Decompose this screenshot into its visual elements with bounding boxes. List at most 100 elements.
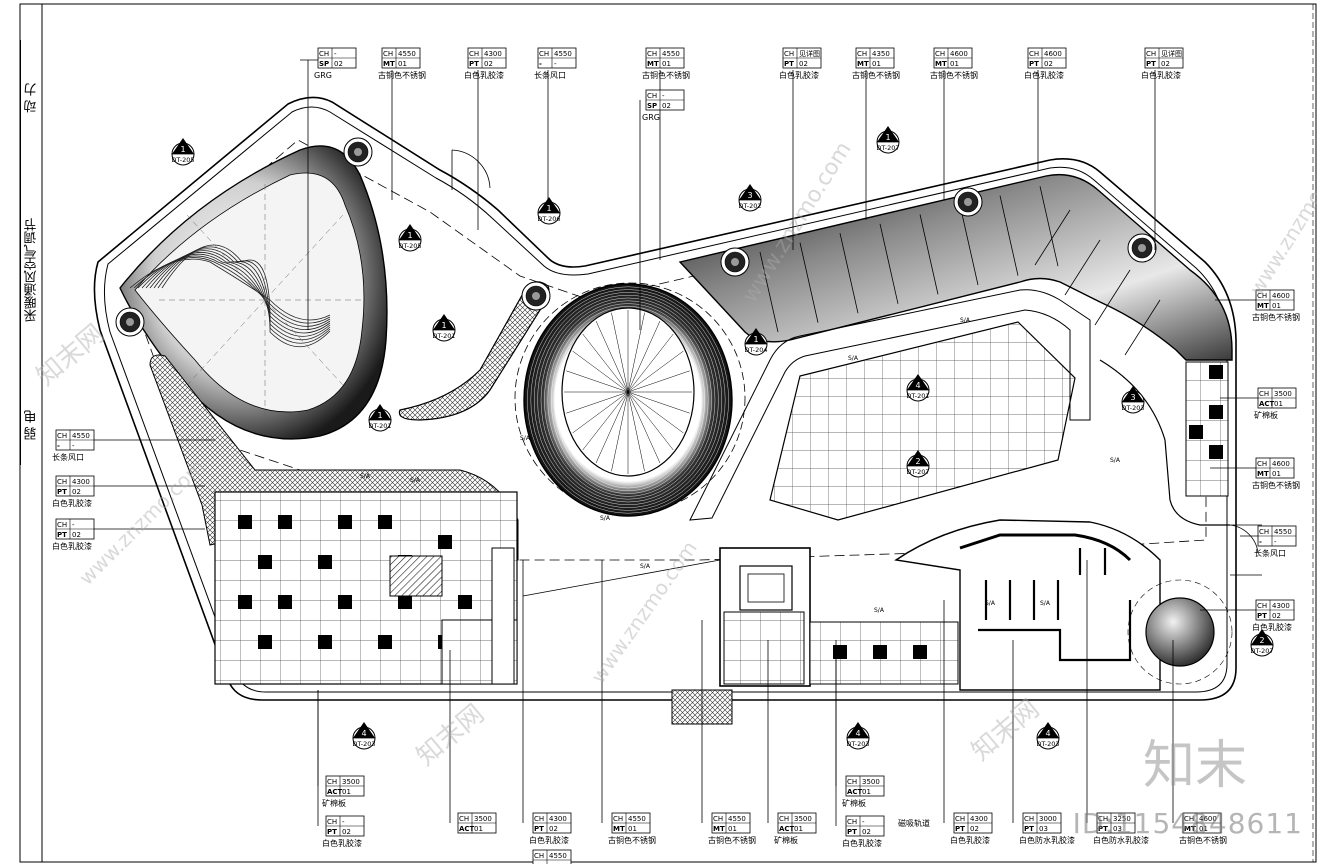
tag-material: -	[539, 60, 542, 68]
grid-room-right	[769, 321, 1076, 521]
detail-number: 4	[361, 729, 366, 738]
dark-tile	[338, 595, 352, 609]
tag-number: 01	[474, 825, 483, 833]
tag-number: 01	[1272, 470, 1281, 478]
level-tag: S/A	[874, 607, 885, 614]
tag-code: CH	[459, 815, 469, 823]
tag-code: CH	[647, 92, 657, 100]
detail-mark: 4DT-201	[906, 374, 930, 402]
tag-height: 4600	[950, 50, 968, 58]
tag-material: MT	[1257, 470, 1269, 478]
detail-ref: DT-206	[537, 215, 560, 223]
tag-description: 矿棉板	[774, 835, 798, 845]
tag-height: 4550	[662, 50, 680, 58]
dark-tile	[438, 535, 452, 549]
level-tag: S/A	[410, 477, 421, 484]
tag-code: CH	[1259, 528, 1269, 536]
dark-tile	[398, 595, 412, 609]
tag-description: 长条风口	[534, 70, 566, 80]
tag-description: GRG	[314, 71, 332, 80]
tag-code: CH	[327, 818, 337, 826]
tag-description: 长条风口	[1254, 548, 1286, 558]
tag-height: 4550	[728, 815, 746, 823]
dark-tile	[913, 645, 927, 659]
tag-material: PT	[1146, 60, 1156, 68]
detail-number: 1	[546, 204, 551, 213]
tag-material: -	[57, 442, 60, 450]
dark-tile	[338, 515, 352, 529]
tag-height: 4300	[970, 815, 988, 823]
detail-mark: 1DT-205	[171, 138, 195, 166]
detail-mark: 4DT-203	[1036, 722, 1060, 750]
tag-number: 01	[628, 825, 637, 833]
tag-description: 白色乳胶漆	[950, 835, 990, 845]
level-tag: S/A	[1040, 600, 1051, 607]
tag-material: MT	[935, 60, 947, 68]
tag-description: 矿棉板	[322, 798, 346, 808]
tag-description: 白色防水乳胶漆	[1019, 835, 1075, 845]
detail-ref: DT-203	[846, 740, 869, 748]
tag-code: CH	[613, 815, 623, 823]
detail-mark: 1DT-201	[432, 314, 456, 342]
tag-description: 古铜色不锈钢	[1252, 480, 1300, 490]
side-label-hvac: 采暖通风空气调节	[20, 155, 43, 385]
detail-mark: 1DT-205	[398, 224, 422, 252]
detail-mark: 2DT-207	[906, 450, 930, 478]
tag-height: 3500	[474, 815, 492, 823]
tag-description: 白色乳胶漆	[1024, 70, 1064, 80]
level-tag: S/A	[1110, 457, 1121, 464]
detail-number: 2	[915, 457, 920, 466]
tag-code: CH	[57, 432, 67, 440]
tag-code: CH	[327, 778, 337, 786]
tag-description: 古铜色不锈钢	[1179, 835, 1227, 845]
detail-ref: DT-203	[1036, 740, 1059, 748]
tag-description: 古铜色不锈钢	[642, 70, 690, 80]
light-fixture	[343, 137, 373, 167]
detail-number: 4	[855, 729, 860, 738]
detail-number: 3	[747, 191, 752, 200]
light-fixture	[115, 307, 145, 337]
tag-code: CH	[534, 815, 544, 823]
tag-description: 古铜色不锈钢	[930, 70, 978, 80]
tag-height: 4550	[398, 50, 416, 58]
tag-height: 4550	[554, 50, 572, 58]
side-label-power: 动 力	[20, 40, 43, 155]
detail-number: 1	[377, 411, 382, 420]
tag-height: 4550	[549, 852, 567, 860]
tag-height: 4300	[72, 478, 90, 486]
tag-material: PT	[327, 828, 337, 836]
tag-height: 3250	[1113, 815, 1131, 823]
light-fixture	[521, 281, 551, 311]
tag-number: 02	[799, 60, 808, 68]
dark-tile	[318, 635, 332, 649]
detail-ref: DT-207	[1250, 647, 1273, 655]
tag-description: 白色乳胶漆	[322, 838, 362, 848]
tag-code: CH	[955, 815, 965, 823]
tag-material: -	[1259, 538, 1262, 546]
detail-number: 1	[885, 133, 890, 142]
detail-ref: DT-204	[744, 346, 767, 354]
dark-tile	[278, 515, 292, 529]
level-tag: S/A	[985, 600, 996, 607]
tag-description: 古铜色不锈钢	[378, 70, 426, 80]
tag-code: CH	[779, 815, 789, 823]
tag-number: 02	[484, 60, 493, 68]
tag-code: CH	[1257, 292, 1267, 300]
tag-number: 02	[342, 828, 351, 836]
detail-number: 4	[1045, 729, 1050, 738]
